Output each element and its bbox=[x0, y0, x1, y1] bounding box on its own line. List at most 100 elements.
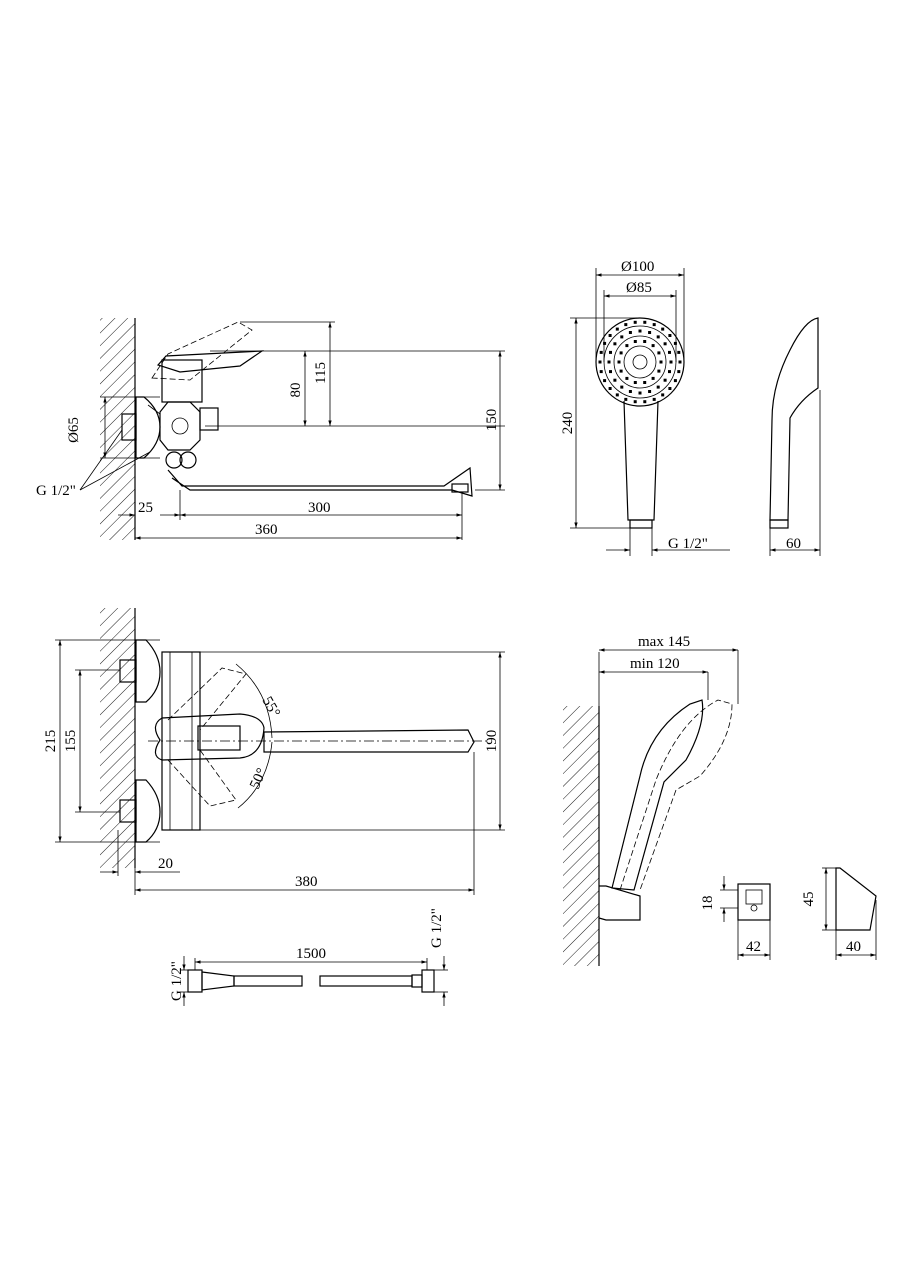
dim-min120: min 120 bbox=[630, 656, 680, 672]
nozzle bbox=[643, 381, 647, 384]
nozzle bbox=[615, 393, 619, 397]
nozzle bbox=[624, 323, 628, 327]
flange-lower bbox=[135, 779, 161, 843]
nozzle bbox=[652, 397, 656, 401]
nozzle bbox=[661, 327, 665, 331]
nozzle bbox=[668, 350, 671, 354]
nozzle bbox=[648, 331, 652, 334]
side-view: Ø65 G 1/2" 25 300 360 80 115 150 bbox=[36, 318, 505, 540]
hose-nut-left bbox=[187, 969, 203, 993]
nozzle bbox=[620, 385, 624, 389]
nozzle bbox=[620, 335, 624, 339]
nozzle bbox=[625, 344, 629, 348]
nozzle bbox=[613, 342, 617, 346]
nozzle bbox=[677, 370, 681, 374]
body-centre bbox=[171, 417, 189, 435]
wall-hatch-2 bbox=[100, 608, 135, 868]
nozzle bbox=[599, 370, 603, 374]
diverter-knob bbox=[199, 407, 219, 431]
nozzle bbox=[661, 393, 665, 397]
holder-views: max 145 min 120 18 42 45 40 bbox=[563, 634, 877, 966]
nozzle bbox=[619, 351, 623, 355]
dim-25: 25 bbox=[138, 500, 153, 516]
hose-left bbox=[233, 975, 303, 987]
dim-300: 300 bbox=[308, 500, 331, 516]
dim-40: 40 bbox=[846, 939, 861, 955]
nozzle bbox=[615, 327, 619, 331]
nozzle bbox=[663, 378, 667, 382]
lever-raised bbox=[151, 321, 253, 381]
dim-240: 240 bbox=[560, 412, 576, 435]
dim-360: 360 bbox=[255, 522, 278, 538]
dim-190: 190 bbox=[484, 730, 500, 753]
nozzle bbox=[609, 370, 612, 374]
nozzle bbox=[651, 376, 655, 380]
dim-d85: Ø85 bbox=[626, 280, 652, 296]
nozzle bbox=[668, 370, 671, 374]
nozzle bbox=[643, 320, 647, 324]
lever bbox=[156, 350, 265, 373]
nozzle bbox=[603, 341, 607, 345]
nozzle bbox=[643, 340, 647, 343]
nozzle bbox=[617, 360, 621, 364]
wall-holder bbox=[598, 885, 641, 921]
nozzle bbox=[668, 387, 672, 390]
dim-42: 42 bbox=[746, 939, 761, 955]
nozzle bbox=[599, 350, 603, 354]
hose-right bbox=[319, 975, 413, 987]
nozzle bbox=[609, 350, 612, 354]
nozzle bbox=[657, 351, 661, 355]
nozzle bbox=[668, 334, 672, 337]
shower-face-inner bbox=[603, 325, 677, 399]
bracket-side bbox=[835, 867, 877, 931]
nozzle bbox=[619, 369, 623, 373]
shower-head-views: Ø100 Ø85 240 G 1/2" 60 bbox=[560, 259, 821, 556]
dim-d65: Ø65 bbox=[66, 417, 82, 443]
shower-handle bbox=[623, 400, 659, 521]
nozzle bbox=[638, 391, 642, 395]
dim-20: 20 bbox=[158, 856, 173, 872]
nozzle bbox=[652, 323, 656, 327]
nozzles bbox=[598, 320, 682, 404]
nozzle bbox=[673, 341, 677, 345]
angle-50: 50° bbox=[247, 766, 270, 792]
dim-max145: max 145 bbox=[638, 634, 690, 650]
thread-label: G 1/2" bbox=[36, 483, 76, 499]
nozzle bbox=[633, 340, 637, 343]
nozzle bbox=[651, 344, 655, 348]
nozzle bbox=[633, 381, 637, 384]
nozzle bbox=[638, 329, 642, 333]
nozzle bbox=[603, 379, 607, 383]
nozzle bbox=[657, 369, 661, 373]
dim-45: 45 bbox=[801, 892, 817, 907]
nozzle bbox=[613, 378, 617, 382]
dim-380: 380 bbox=[295, 874, 318, 890]
dim-60: 60 bbox=[786, 536, 801, 552]
nozzle bbox=[624, 397, 628, 401]
nozzle bbox=[628, 331, 632, 334]
dim-215: 215 bbox=[43, 730, 59, 753]
nozzle bbox=[633, 320, 637, 324]
nozzle bbox=[625, 376, 629, 380]
nozzle bbox=[607, 360, 611, 364]
dim-18: 18 bbox=[700, 896, 716, 911]
handshower-tilted-2 bbox=[619, 699, 733, 891]
dim-80: 80 bbox=[288, 383, 304, 398]
dim-155: 155 bbox=[63, 730, 79, 753]
flange-upper bbox=[135, 639, 161, 703]
shower-side bbox=[769, 317, 819, 521]
hose-nut-right bbox=[421, 969, 435, 993]
nozzle bbox=[608, 387, 612, 390]
nozzle bbox=[648, 390, 652, 393]
hose-thread-right: G 1/2" bbox=[429, 908, 445, 948]
dim-115: 115 bbox=[313, 362, 329, 384]
nozzle bbox=[673, 379, 677, 383]
spout-top bbox=[263, 729, 475, 753]
dim-150: 150 bbox=[484, 409, 500, 432]
handshower-tilted bbox=[611, 699, 704, 891]
angle-55: 55° bbox=[259, 694, 283, 720]
nozzle bbox=[659, 360, 663, 364]
mixer-body bbox=[159, 401, 201, 451]
spout bbox=[167, 466, 473, 497]
